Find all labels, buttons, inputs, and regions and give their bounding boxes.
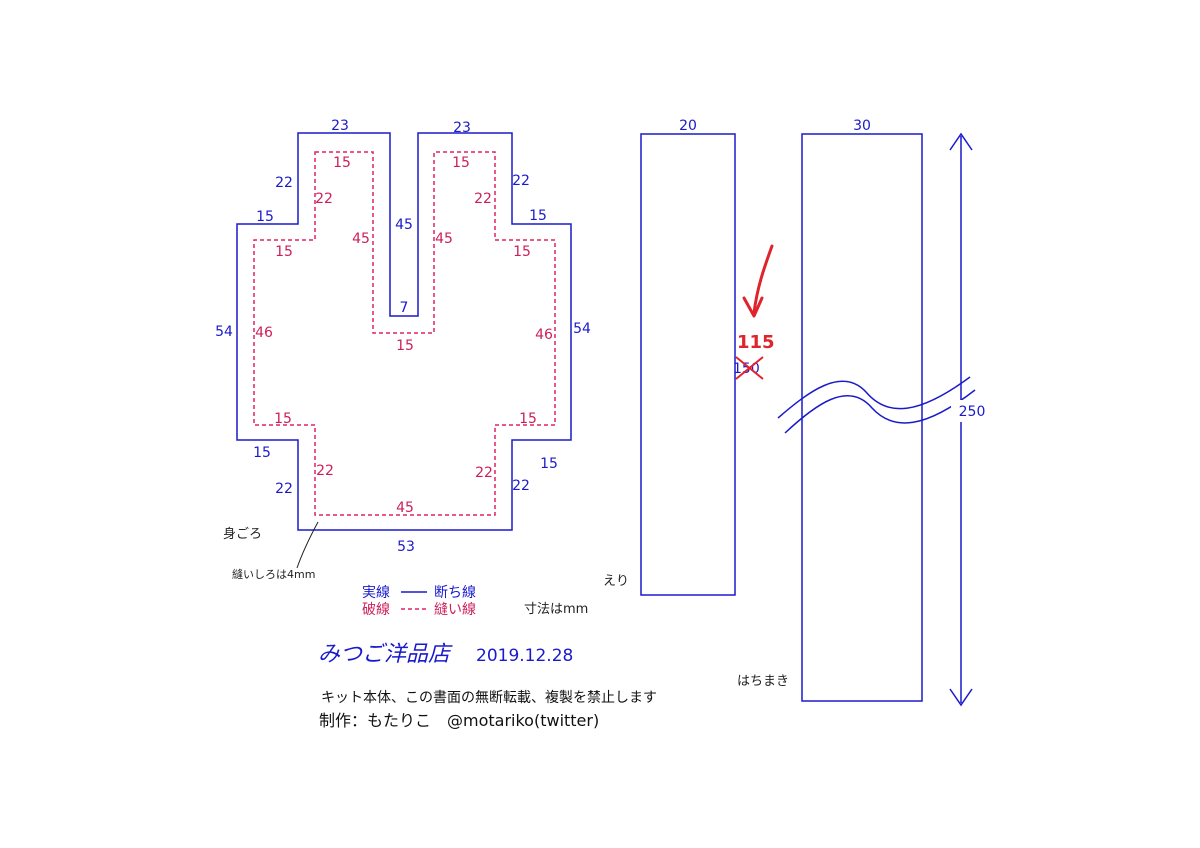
collar-corrected-length: 115 [737, 332, 775, 353]
dim-sew-right-lower: 22 [475, 465, 493, 481]
correction-arrowhead-icon [742, 296, 764, 318]
collar-label: えり [603, 574, 629, 589]
dim-sew-top-left: 15 [333, 155, 351, 171]
legend-dashed-label: 破線 [362, 602, 390, 618]
dim-sew-left-lower: 22 [316, 463, 334, 479]
headband-break-mark-upper [777, 376, 971, 419]
dim-sew-top-right: 15 [452, 155, 470, 171]
dim-cut-right-side: 54 [573, 321, 591, 337]
collar-outline [640, 133, 736, 596]
dim-sew-left-side: 46 [255, 325, 273, 341]
dim-sew-slit-bottom: 15 [396, 338, 414, 354]
dim-cut-slit-width: 7 [400, 300, 409, 316]
dim-cut-bottom: 53 [397, 539, 415, 555]
copyright-notice: キット本体、この書面の無断転載、複製を禁止します [321, 689, 657, 706]
dim-sew-bottom: 45 [396, 500, 414, 516]
legend-dashed-meaning: 縫い線 [434, 602, 476, 618]
dim-sew-slit-right: 45 [435, 231, 453, 247]
legend-solid-meaning: 断ち線 [434, 585, 476, 601]
units-note: 寸法はmm [524, 602, 588, 617]
issue-date: 2019.12.28 [476, 646, 573, 666]
dim-cut-left-lower-step: 15 [253, 445, 271, 461]
body-cut-outline [236, 132, 572, 531]
dim-sew-left-shoulder: 15 [275, 244, 293, 260]
dim-sew-left-upper: 22 [315, 191, 333, 207]
headband-label: はちまき [737, 674, 789, 689]
seam-allowance-leader [296, 521, 319, 569]
seam-allowance-note: 縫いしろは4mm [232, 567, 315, 581]
dim-sew-right-shoulder: 15 [513, 244, 531, 260]
dim-cut-left-lower: 22 [275, 481, 293, 497]
dim-cut-left-upper: 22 [275, 175, 293, 191]
dim-cut-left-shoulder: 15 [256, 209, 274, 225]
headband-length-label-bg [951, 400, 993, 422]
legend-solid-label: 実線 [362, 585, 390, 601]
dim-cut-left-side: 54 [215, 324, 233, 340]
dim-cut-right-upper: 22 [512, 173, 530, 189]
headband-break-mark-lower [784, 389, 976, 434]
dim-cut-top-right: 23 [453, 120, 471, 136]
dim-sew-right-upper: 22 [474, 191, 492, 207]
body-sew-outline [253, 151, 556, 516]
headband-width: 30 [853, 118, 871, 134]
dim-cut-right-lower: 22 [512, 478, 530, 494]
headband-length: 250 [959, 404, 986, 420]
dim-sew-slit-left: 45 [352, 231, 370, 247]
dim-sew-right-side: 46 [535, 327, 553, 343]
dim-sew-right-lower-step: 15 [519, 411, 537, 427]
arrow-up-icon [949, 132, 973, 151]
arrow-down-icon [949, 688, 973, 707]
strike-out-icon [735, 356, 764, 380]
body-piece-label: 身ごろ [223, 526, 262, 542]
dim-cut-top-left: 23 [331, 118, 349, 134]
credit-line: 制作：もたりこ @motariko(twitter) [319, 711, 599, 730]
brand-logo: みつご洋品店 [318, 642, 453, 667]
dim-cut-slit-depth: 45 [395, 217, 413, 233]
collar-width: 20 [679, 118, 697, 134]
dim-cut-right-shoulder: 15 [529, 208, 547, 224]
correction-arrow-icon [752, 244, 774, 315]
dim-cut-right-lower-step: 15 [540, 456, 558, 472]
dim-sew-left-lower-step: 15 [274, 411, 292, 427]
